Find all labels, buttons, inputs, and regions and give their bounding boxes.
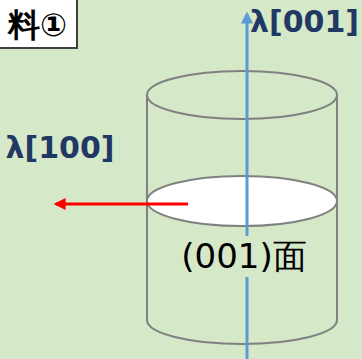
plane-label: (001)面	[178, 236, 309, 277]
axis-arrow	[246, 14, 249, 359]
cylinder-top	[147, 71, 337, 119]
tag-box: 料①	[0, 0, 78, 49]
plane-ellipse	[147, 176, 337, 226]
axis-label: λ[001]	[250, 4, 359, 40]
direction-label: λ[100]	[5, 130, 114, 166]
direction-arrow	[56, 203, 188, 206]
cylinder-body	[147, 95, 337, 344]
tag-text: 料①	[8, 6, 68, 44]
